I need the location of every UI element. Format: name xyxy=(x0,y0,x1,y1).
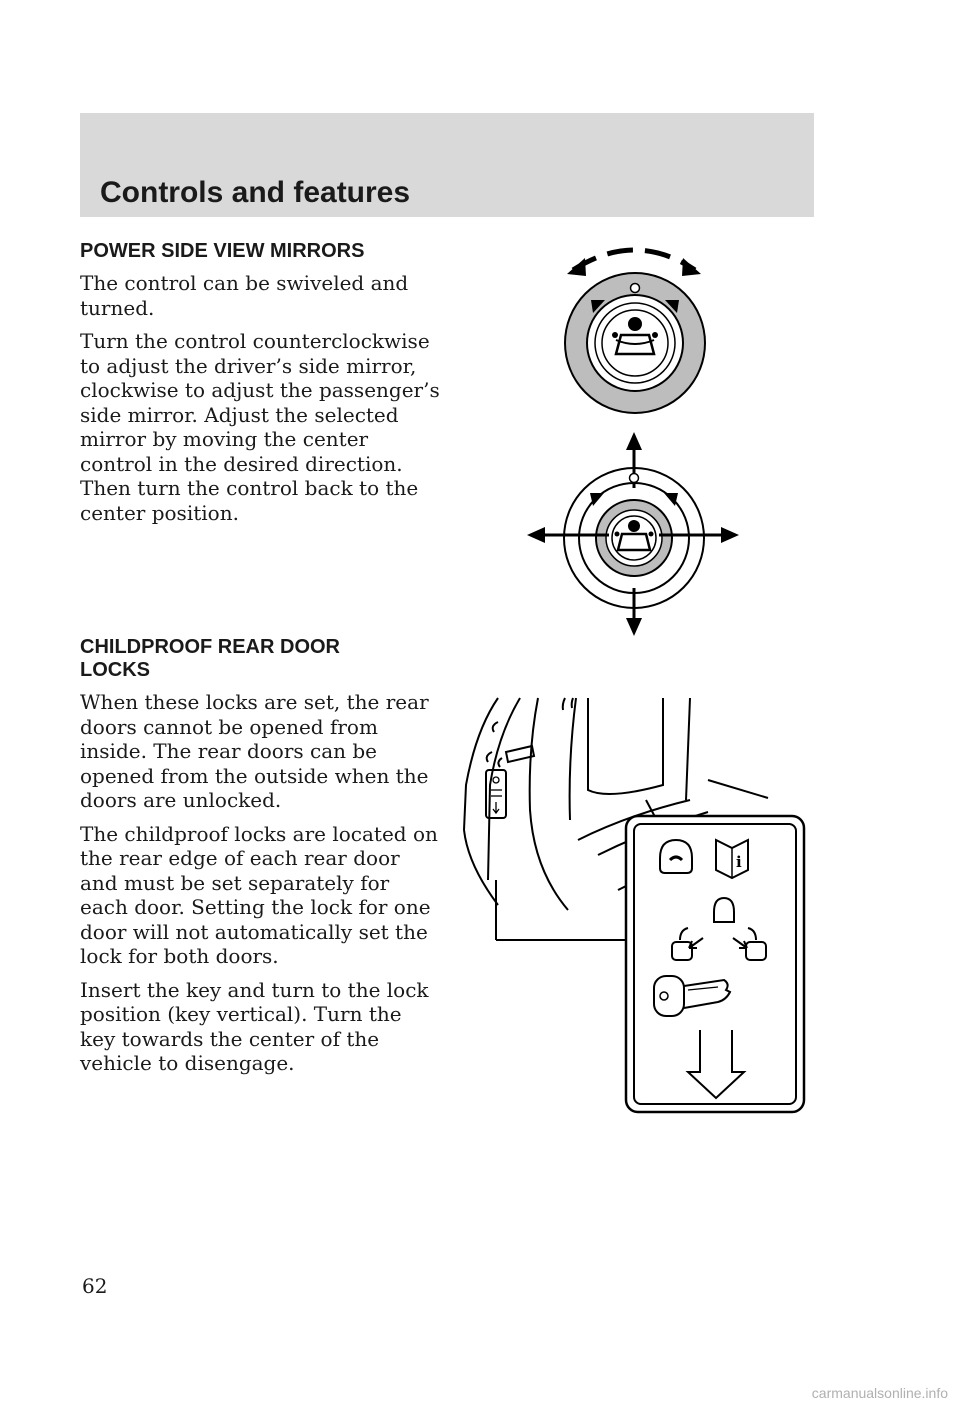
heading-line: LOCKS xyxy=(80,659,150,681)
paragraph: When these locks are set, the rear doors… xyxy=(80,690,429,812)
mirror-control-rotate-icon xyxy=(564,247,706,414)
page-number: 62 xyxy=(82,1274,108,1298)
heading-line: CHILDPROOF REAR DOOR xyxy=(80,636,340,658)
section-childproof-locks: CHILDPROOF REAR DOOR LOCKS When these lo… xyxy=(80,636,440,1085)
childproof-lock-diagram-icon: i xyxy=(463,697,806,1114)
svg-text:i: i xyxy=(736,853,742,871)
section-heading: POWER SIDE VIEW MIRRORS xyxy=(80,240,365,262)
page-title: Controls and features xyxy=(100,176,411,209)
paragraph: The childproof locks are located on the … xyxy=(80,821,438,969)
section-header: Controls and features xyxy=(80,113,814,217)
paragraph: Turn the control counterclockwise to adj… xyxy=(80,329,440,525)
section-power-mirrors: POWER SIDE VIEW MIRRORS The control can … xyxy=(80,240,440,534)
paragraph: The control can be swiveled and turned. xyxy=(80,271,409,320)
mirror-control-adjust-icon xyxy=(527,432,739,636)
section-heading: CHILDPROOF REAR DOOR LOCKS xyxy=(80,636,440,682)
mirror-control-adjust-figure xyxy=(527,428,742,638)
paragraph: Insert the key and turn to the lock posi… xyxy=(80,977,429,1076)
watermark: carmanualsonline.info xyxy=(811,1385,948,1401)
childproof-lock-figure: i xyxy=(458,690,810,1120)
mirror-control-rotate-figure xyxy=(555,238,715,418)
